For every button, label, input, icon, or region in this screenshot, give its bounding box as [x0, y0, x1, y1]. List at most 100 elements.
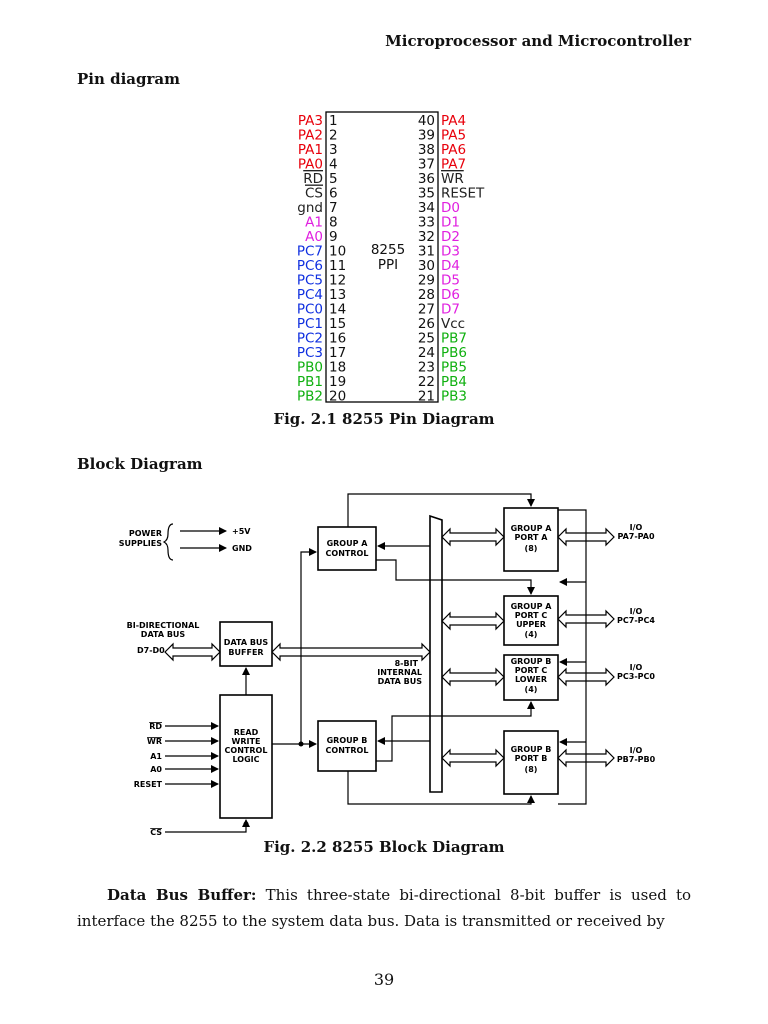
pin-label-right-25: PB7	[441, 331, 467, 347]
pin-label-left-13: PC4	[297, 287, 323, 303]
port-cl-label-3: LOWER	[515, 675, 547, 684]
port-cl-label-1: GROUP B	[511, 657, 552, 666]
dbb-label-2: BUFFER	[228, 648, 263, 657]
rd-signal-label: RD	[149, 722, 162, 731]
group-a-control-block	[317, 526, 377, 571]
port-a-label-1: GROUP A	[511, 524, 553, 533]
pin-label-left-20: PB2	[297, 389, 323, 405]
pin-number-17: 17	[329, 345, 346, 361]
pin-label-right-23: PB5	[441, 360, 467, 376]
pin-number-28: 28	[418, 287, 435, 303]
ibus-label-2: INTERNAL	[377, 668, 422, 677]
pin-label-left-17: PC3	[297, 345, 323, 361]
page-number: 39	[373, 970, 395, 989]
pin-number-25: 25	[418, 331, 435, 347]
pin-number-18: 18	[329, 360, 346, 376]
pin-number-7: 7	[329, 200, 338, 216]
pin-number-36: 36	[418, 171, 435, 187]
pin-number-39: 39	[418, 128, 435, 144]
ibus-label-1: 8-BIT	[395, 659, 419, 668]
pin-label-right-34: D0	[441, 200, 460, 216]
port-b-label-3: (8)	[525, 765, 538, 774]
pin-number-40: 40	[418, 113, 435, 129]
gac-label-2: CONTROL	[326, 549, 369, 558]
pin-number-12: 12	[329, 273, 346, 289]
pin-label-left-6: CS	[305, 186, 323, 202]
port-a-label-2: PORT A	[515, 533, 549, 542]
chip-name: 8255	[371, 242, 405, 258]
pin-label-left-12: PC5	[297, 273, 323, 289]
power-label-1: POWER	[129, 529, 162, 538]
block-diagram: POWER SUPPLIES +5V GND BI-DIRECTIONAL DA…	[119, 493, 656, 837]
a0-signal-label: A0	[150, 765, 162, 774]
pin-number-20: 20	[329, 389, 346, 405]
pin-label-right-27: D7	[441, 302, 460, 318]
pin-label-left-2: PA2	[298, 128, 323, 144]
cs-signal-label: CS	[150, 828, 162, 837]
pin-label-left-18: PB0	[297, 360, 323, 376]
port-b-label-2: PORT B	[515, 754, 548, 763]
bidir-label-1: BI-DIRECTIONAL	[127, 621, 200, 630]
pin-label-left-8: A1	[305, 215, 323, 231]
pin-label-right-33: D1	[441, 215, 460, 231]
io-b-label-1: I/O	[630, 746, 643, 755]
block-diagram-heading: Block Diagram	[77, 455, 203, 473]
pin-number-24: 24	[418, 345, 435, 361]
power-bracket	[162, 523, 174, 561]
fig1-caption: Fig. 2.1 8255 Pin Diagram	[273, 410, 495, 428]
bidir-label-3: D7-D0	[137, 646, 165, 655]
port-cu-label-4: (4)	[525, 630, 538, 639]
pin-label-left-16: PC2	[297, 331, 323, 347]
pin-number-37: 37	[418, 157, 435, 173]
pin-number-16: 16	[329, 331, 346, 347]
port-a-label-3: (8)	[525, 544, 538, 553]
pin-number-30: 30	[418, 258, 435, 274]
port-b-label-1: GROUP B	[511, 745, 552, 754]
pin-number-35: 35	[418, 186, 435, 202]
a1-signal-label: A1	[150, 752, 162, 761]
pin-number-6: 6	[329, 186, 338, 202]
running-header: Microprocessor and Microcontroller	[385, 32, 691, 50]
port-b-block	[503, 730, 559, 795]
pin-number-2: 2	[329, 128, 338, 144]
pin-number-5: 5	[329, 171, 338, 187]
pin-number-21: 21	[418, 389, 435, 405]
port-cl-label-2: PORT C	[515, 666, 548, 675]
rwc-label-2: WRITE	[232, 737, 261, 746]
pin-label-left-3: PA1	[298, 142, 323, 158]
internal-data-bus	[429, 514, 443, 793]
pin-label-right-26: Vcc	[441, 316, 465, 332]
rwc-label-4: LOGIC	[232, 755, 259, 764]
pin-number-26: 26	[418, 316, 435, 332]
pin-number-33: 33	[418, 215, 435, 231]
pin-label-right-39: PA5	[441, 128, 466, 144]
buffer-to-bus-arrow	[271, 642, 431, 662]
pin-label-left-11: PC6	[297, 258, 323, 274]
pin-number-31: 31	[418, 244, 435, 260]
pin-number-32: 32	[418, 229, 435, 245]
pin-number-13: 13	[329, 287, 346, 303]
pin-label-left-9: A0	[305, 229, 323, 245]
pin-label-right-30: D4	[441, 258, 460, 274]
gbc-label-1: GROUP B	[327, 736, 368, 745]
pin-label-left-7: gnd	[297, 200, 323, 216]
chip-outline	[325, 111, 439, 403]
port-cl-label-4: (4)	[525, 685, 538, 694]
pin-number-8: 8	[329, 215, 338, 231]
pin-number-23: 23	[418, 360, 435, 376]
pin-label-left-4: PA0	[298, 157, 323, 173]
pin-label-right-38: PA6	[441, 142, 466, 158]
pin-label-left-14: PC0	[297, 302, 323, 318]
v5-label: +5V	[232, 527, 251, 536]
reset-signal-label: RESET	[134, 780, 163, 789]
io-a-label-2: PA7-PA0	[617, 532, 655, 541]
paragraph-text: This three-state bi-directional 8-bit bu…	[77, 886, 692, 930]
pin-diagram-heading: Pin diagram	[77, 70, 180, 88]
pin-label-left-15: PC1	[297, 316, 323, 332]
body-paragraph: Data Bus Buffer: This three-state bi-dir…	[77, 882, 691, 934]
pin-number-10: 10	[329, 244, 346, 260]
port-cu-label-1: GROUP A	[511, 602, 553, 611]
pin-number-4: 4	[329, 157, 338, 173]
